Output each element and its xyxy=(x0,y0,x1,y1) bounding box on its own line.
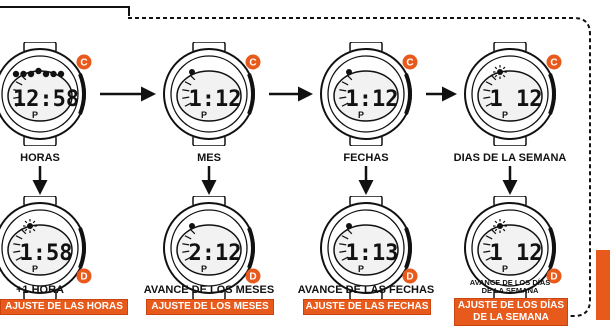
action-caption: AVANCE DE LOS DÍAS DE LA SEMANA xyxy=(469,278,551,295)
side-button xyxy=(78,73,86,115)
lcd-display xyxy=(7,224,73,276)
button-label: D xyxy=(80,272,87,283)
lcd-digits: 1:58 xyxy=(20,241,73,266)
lcd-display xyxy=(176,224,242,276)
button-d-icon xyxy=(402,268,418,284)
flash-rays xyxy=(339,74,353,107)
side-button xyxy=(247,227,255,269)
button-d-icon xyxy=(245,268,261,284)
button-label: C xyxy=(406,58,413,69)
sun-icon xyxy=(493,219,507,233)
lcd-display xyxy=(176,70,242,122)
action-caption: AVANCE DE LAS FECHAS xyxy=(297,284,435,296)
action-caption: +1 HORA xyxy=(16,284,64,296)
lcd-digits: 1 12 xyxy=(490,241,543,266)
dot-icon xyxy=(346,69,352,75)
setting-badge: AJUSTE DE LAS HORAS xyxy=(0,299,128,315)
button-c-icon xyxy=(76,54,92,70)
lcd-digits: 12:58 xyxy=(13,87,79,112)
side-button xyxy=(404,227,412,269)
sun-icon xyxy=(23,219,37,233)
button-label: D xyxy=(249,272,256,283)
pm-indicator: P xyxy=(358,264,364,274)
loop-path xyxy=(128,17,591,317)
clock-icon xyxy=(12,67,65,78)
lcd-display xyxy=(477,224,543,276)
step-caption: DIAS DE LA SEMANA xyxy=(453,152,567,164)
header-frame xyxy=(0,6,130,16)
flash-rays xyxy=(339,228,353,261)
dot-icon xyxy=(346,223,352,229)
button-d-icon xyxy=(76,268,92,284)
flash-rays xyxy=(483,74,497,107)
button-c-icon xyxy=(402,54,418,70)
side-button xyxy=(247,73,255,115)
pm-indicator: P xyxy=(502,264,508,274)
setting-badge: AJUSTE DE LOS MESES xyxy=(146,299,274,315)
flash-rays xyxy=(182,74,196,107)
flash-rays xyxy=(182,228,196,261)
step-caption: HORAS xyxy=(20,152,60,164)
button-label: D xyxy=(406,272,413,283)
lcd-digits: 1:12 xyxy=(346,87,399,112)
step-caption: MES xyxy=(197,152,221,164)
action-caption: AVANCE DE LOS MESES xyxy=(143,284,275,296)
button-label: C xyxy=(80,58,87,69)
side-button xyxy=(548,73,556,115)
side-tab xyxy=(596,250,610,320)
lcd-digits: 2:12 xyxy=(189,241,242,266)
side-button xyxy=(404,73,412,115)
button-label: C xyxy=(550,58,557,69)
step-caption: FECHAS xyxy=(343,152,389,164)
button-label: C xyxy=(249,58,256,69)
flash-rays xyxy=(13,228,27,261)
lcd-digits: 1:12 xyxy=(189,87,242,112)
button-c-icon xyxy=(546,54,562,70)
button-label: D xyxy=(550,272,557,283)
sun-icon xyxy=(493,65,507,79)
lcd-digits: 1 12 xyxy=(490,87,543,112)
button-c-icon xyxy=(245,54,261,70)
pm-indicator: P xyxy=(358,110,364,120)
lcd-digits: 1:13 xyxy=(346,241,399,266)
flash-rays xyxy=(483,228,497,261)
pm-indicator: P xyxy=(201,264,207,274)
lcd-display xyxy=(333,70,399,122)
dot-icon xyxy=(189,223,195,229)
pm-indicator: P xyxy=(502,110,508,120)
button-d-icon xyxy=(546,268,562,284)
setting-badge: AJUSTE DE LAS FECHAS xyxy=(303,299,431,315)
pm-indicator: P xyxy=(201,110,207,120)
pm-indicator: P xyxy=(32,110,38,120)
pm-indicator: P xyxy=(32,264,38,274)
dot-icon xyxy=(189,69,195,75)
setting-badge: AJUSTE DE LOS DÍAS DE LA SEMANA xyxy=(454,298,568,326)
lcd-display xyxy=(333,224,399,276)
side-button xyxy=(548,227,556,269)
lcd-display xyxy=(477,70,543,122)
side-button xyxy=(78,227,86,269)
